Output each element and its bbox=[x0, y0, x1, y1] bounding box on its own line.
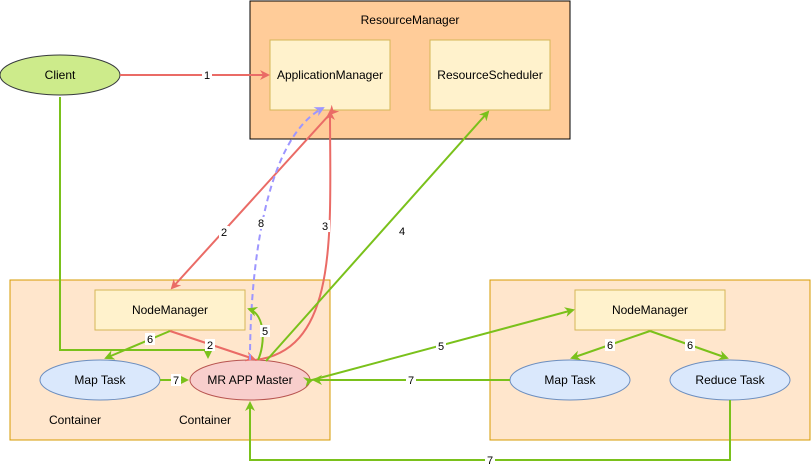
edge-label-3: 3 bbox=[322, 221, 328, 233]
edge-label-7b: 7 bbox=[408, 375, 414, 387]
right-map-task-label: Map Task bbox=[544, 373, 596, 387]
edge-label-2b: 2 bbox=[207, 340, 213, 352]
left-node-manager-box bbox=[94, 289, 246, 331]
edge-label-6c: 6 bbox=[687, 340, 693, 352]
edge-label-4: 4 bbox=[399, 226, 405, 238]
edge-4-arrow bbox=[265, 110, 490, 362]
resource-scheduler-label: ResourceScheduler bbox=[437, 68, 542, 82]
edge-6a-arrow bbox=[104, 330, 171, 360]
edge-label-6a: 6 bbox=[147, 334, 153, 346]
container-label-1: Container bbox=[49, 413, 101, 427]
left-map-task-label: Map Task bbox=[74, 373, 126, 387]
edge-label-7c: 7 bbox=[487, 455, 493, 467]
reduce-task-label: Reduce Task bbox=[695, 373, 765, 387]
application-manager-label: ApplicationManager bbox=[277, 68, 383, 82]
edge-label-5a: 5 bbox=[262, 326, 268, 338]
edge-label-5b: 5 bbox=[438, 341, 444, 353]
edge-labels: 1 2 8 3 4 5 5 6 2 7 6 6 7 7 bbox=[145, 69, 695, 467]
edge-label-8: 8 bbox=[258, 218, 264, 230]
edge-label-6b: 6 bbox=[607, 340, 613, 352]
app-master-label: MR APP Master bbox=[207, 373, 292, 387]
right-node-manager-label: NodeManager bbox=[612, 303, 688, 317]
edge-2a-arrow bbox=[170, 104, 340, 290]
edge-label-2a: 2 bbox=[221, 227, 227, 239]
resource-scheduler-box bbox=[429, 39, 551, 111]
edge-client-arrow bbox=[59, 97, 213, 359]
application-manager-box bbox=[269, 39, 391, 111]
edge-label-7a: 7 bbox=[173, 375, 179, 387]
edge-8-arrow bbox=[249, 107, 325, 361]
left-node-manager-label: NodeManager bbox=[132, 303, 208, 317]
resource-manager-title: ResourceManager bbox=[361, 13, 460, 27]
edge-3-arrow bbox=[254, 110, 336, 361]
client-label: Client bbox=[45, 68, 76, 82]
container-label-2: Container bbox=[179, 413, 231, 427]
edge-label-1: 1 bbox=[204, 70, 210, 82]
right-node-manager-box bbox=[574, 289, 726, 331]
